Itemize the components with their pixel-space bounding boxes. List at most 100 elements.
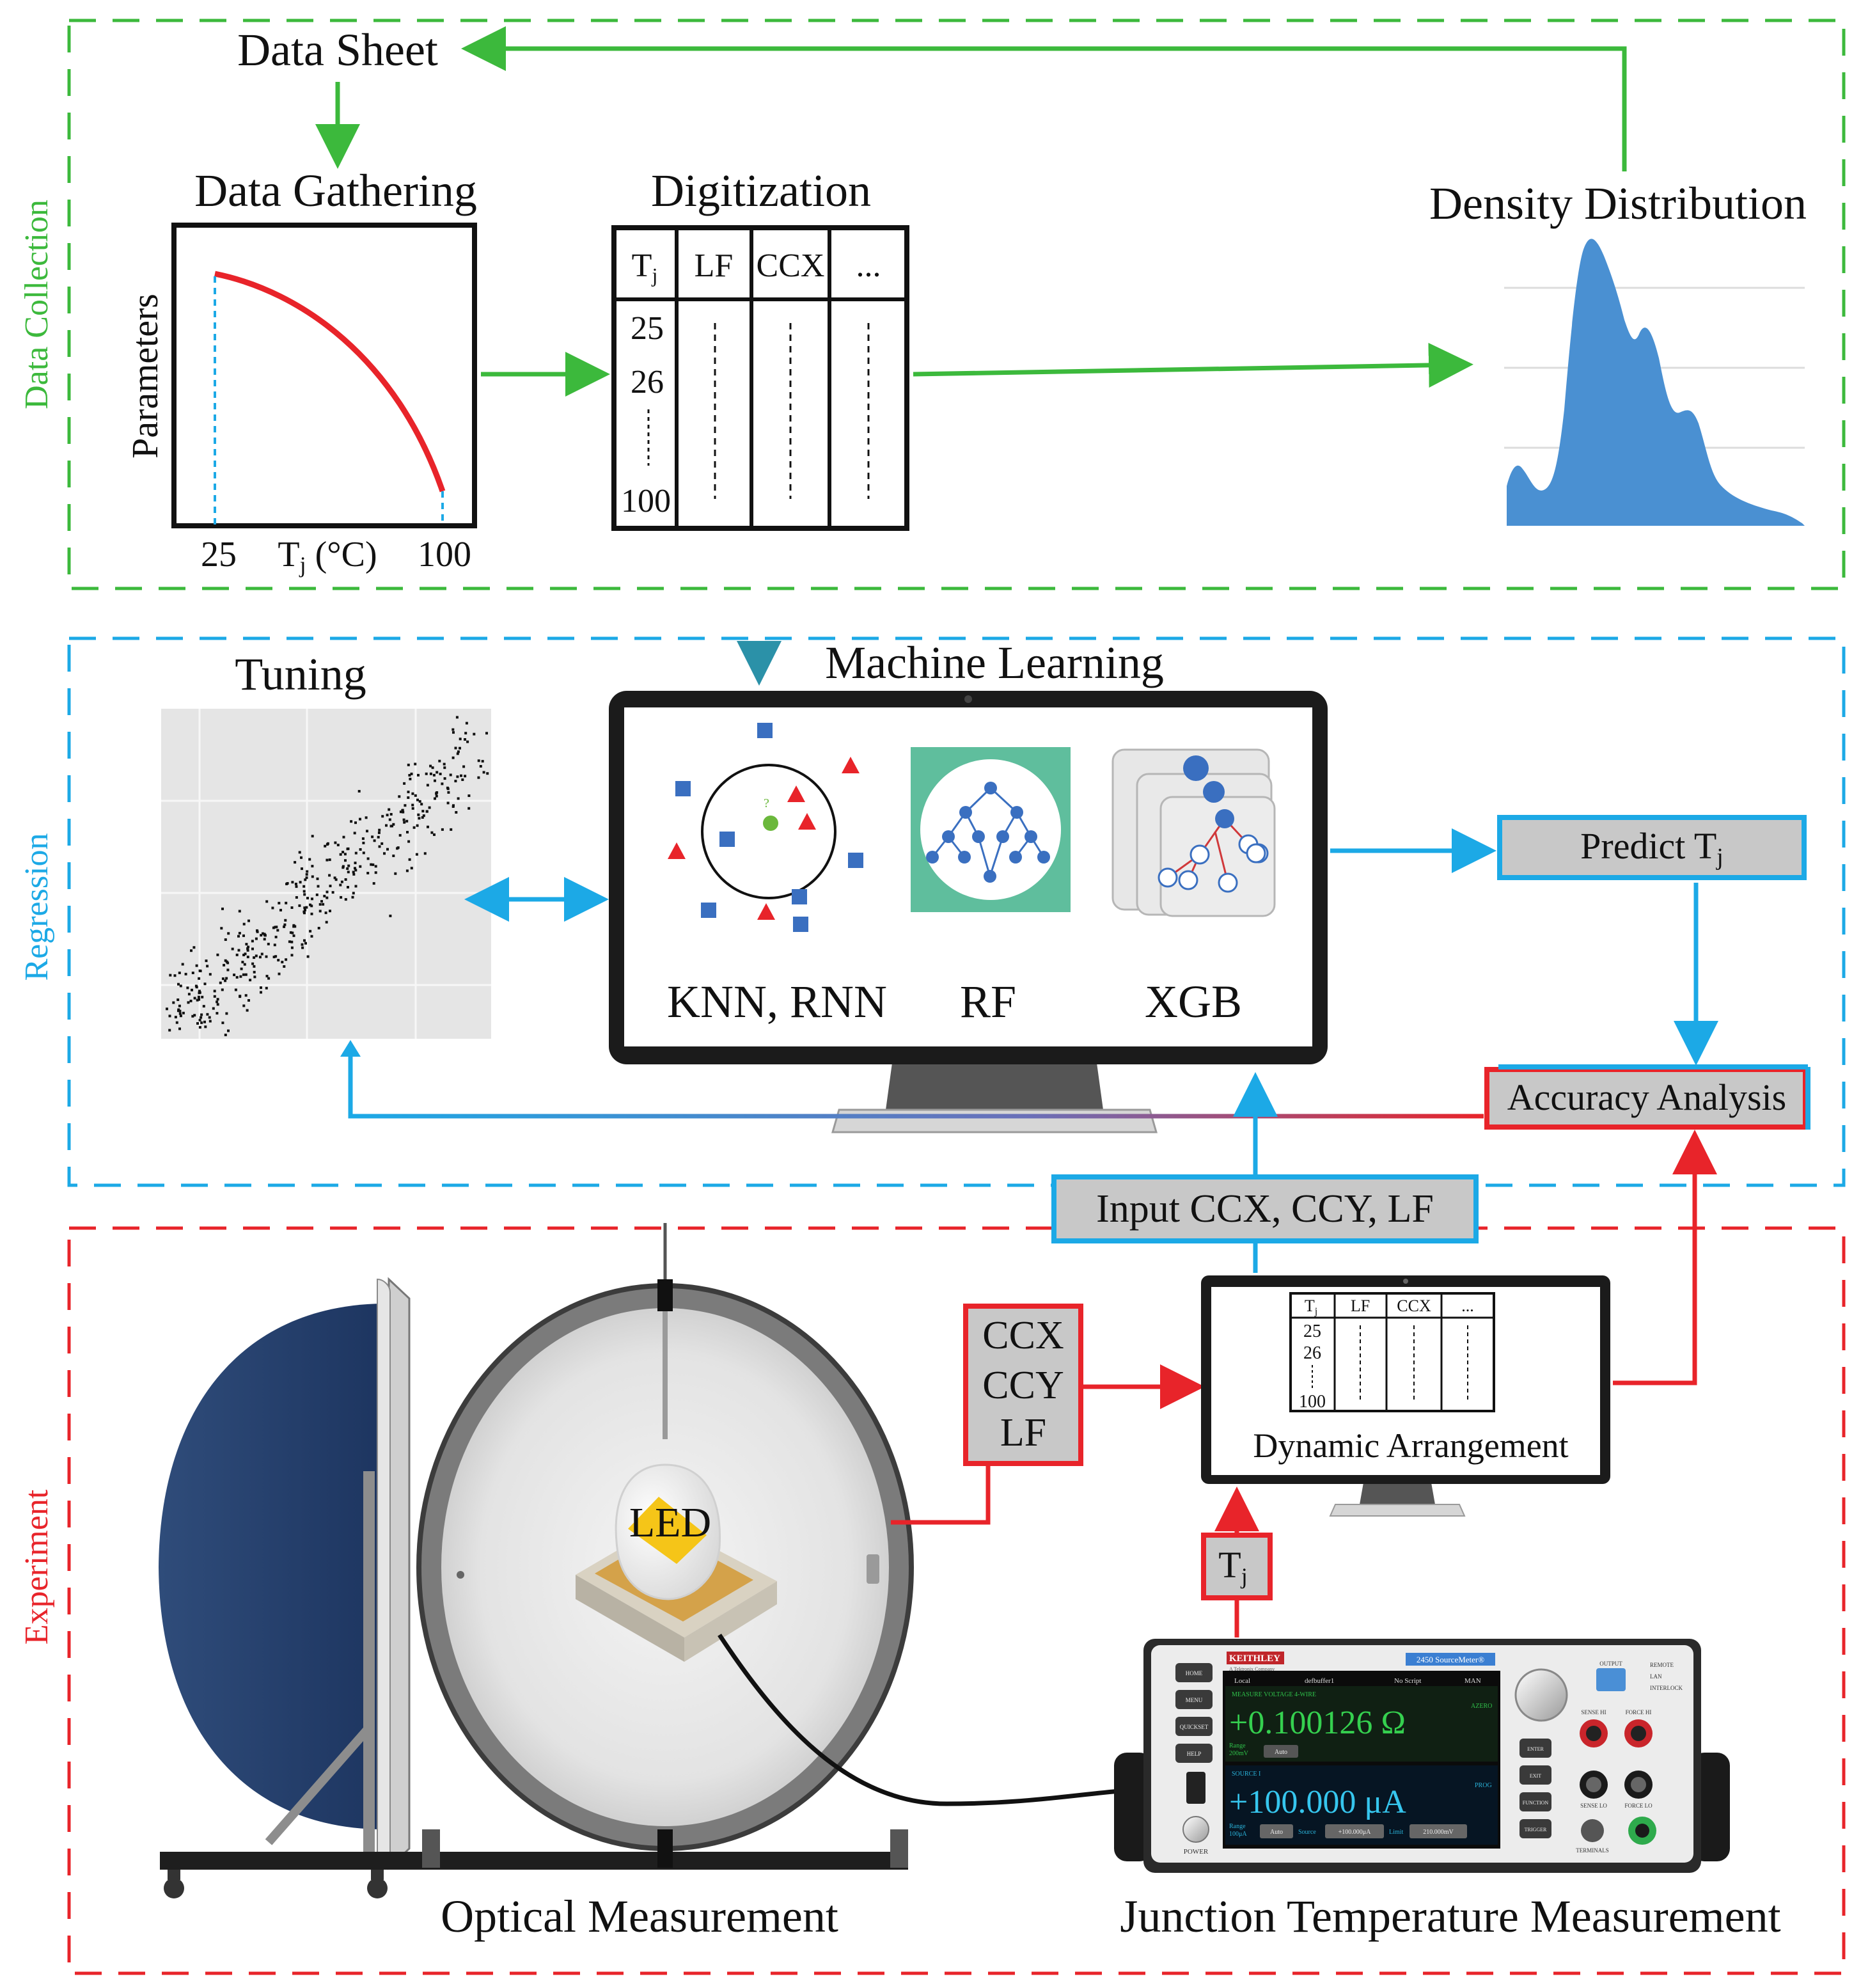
digitization-row-1: 26: [631, 364, 664, 400]
predict-tj-box: Predict Tj: [1497, 815, 1807, 880]
sm-home-button[interactable]: [1175, 1663, 1213, 1682]
x-axis-label: Tj (°C): [278, 535, 377, 578]
sm-enter-button[interactable]: [1519, 1739, 1551, 1758]
scatter-point: [251, 962, 255, 965]
scatter-point: [224, 959, 227, 962]
scatter-point: [454, 746, 457, 750]
scatter-point: [311, 865, 314, 868]
scatter-point: [354, 885, 357, 888]
scatter-point: [260, 986, 262, 990]
dynamic-row-2: 100: [1299, 1392, 1326, 1412]
scatter-point: [436, 791, 439, 794]
sm-quickset-button[interactable]: [1175, 1717, 1213, 1736]
scatter-point: [320, 900, 323, 903]
scatter-point: [192, 946, 196, 949]
scatter-point: [326, 842, 329, 845]
scatter-point: [221, 907, 224, 910]
scatter-point: [253, 975, 256, 979]
sm-source-auto-button[interactable]: [1260, 1824, 1293, 1838]
scatter-point: [366, 857, 370, 860]
tuning-scatter-plot: [161, 709, 491, 1039]
knn-class-square: [719, 832, 735, 847]
scatter-point: [267, 942, 270, 945]
rf-tree-node: [942, 830, 955, 843]
sphere-door-hemisphere: [159, 1304, 384, 1829]
scatter-point: [227, 1029, 230, 1032]
scatter-point: [405, 819, 409, 823]
scatter-point: [298, 851, 301, 854]
data-collection-frame: Data Collection: [19, 19, 1846, 590]
tj-box-label: Tj: [1218, 1544, 1247, 1589]
scatter-point: [386, 814, 389, 817]
scatter-point: [417, 813, 420, 816]
scatter-point: [275, 926, 278, 929]
scatter-point: [272, 926, 275, 929]
integrating-sphere: [159, 1223, 914, 1898]
scatter-point: [187, 1001, 190, 1004]
sm-limit-field[interactable]: [1409, 1824, 1467, 1838]
sm-source-field[interactable]: [1325, 1824, 1384, 1838]
scatter-point: [318, 903, 322, 906]
data-collection-label: Data Collection: [19, 200, 55, 409]
scatter-point: [191, 1014, 194, 1018]
scatter-point: [426, 784, 429, 787]
scatter-point: [198, 1026, 201, 1029]
scatter-point: [362, 851, 365, 855]
sm-brand-sub: A Tektronix Company: [1229, 1666, 1275, 1672]
scatter-point: [177, 998, 180, 1001]
optical-measurement-label: Optical Measurement: [441, 1891, 838, 1942]
sm-sense-lo: SENSE LO: [1580, 1803, 1607, 1809]
scatter-point: [186, 986, 189, 990]
scatter-point: [255, 937, 258, 940]
scatter-point: [412, 826, 416, 829]
dynamic-arrangement-label: Dynamic Arrangement: [1253, 1426, 1568, 1465]
sm-auto-button[interactable]: [1264, 1745, 1298, 1758]
xgb-tree-leaf: [1190, 844, 1210, 865]
scatter-point: [443, 777, 446, 780]
scatter-point: [201, 995, 204, 998]
sm-status-script: No Script: [1394, 1677, 1421, 1685]
scatter-point: [251, 947, 254, 951]
sm-function-button[interactable]: [1519, 1792, 1551, 1811]
sm-trigger-button[interactable]: [1519, 1819, 1551, 1838]
digitization-header-2: CCX: [757, 248, 825, 284]
xgb-tree-leaf: [1158, 867, 1178, 888]
scatter-point: [374, 865, 377, 868]
scatter-point: [402, 818, 405, 821]
sm-status-buffer: defbuffer1: [1305, 1677, 1334, 1685]
knn-class-triangle: [757, 903, 775, 920]
scatter-point: [392, 855, 395, 857]
rf-tree-node: [1009, 851, 1022, 864]
scatter-point: [242, 973, 245, 976]
sm-auto-label: Auto: [1275, 1749, 1287, 1756]
scatter-point: [304, 878, 307, 881]
scatter-point: [371, 835, 374, 839]
scatter-point: [195, 964, 198, 967]
sm-limit-field-label: 210.000mV: [1423, 1829, 1454, 1836]
accuracy-analysis-box: Accuracy Analysis: [1484, 1064, 1810, 1130]
sm-source-auto-label: Auto: [1270, 1829, 1283, 1836]
scatter-point: [407, 840, 411, 843]
scatter-point: [196, 998, 199, 1002]
sm-menu-button[interactable]: [1175, 1690, 1213, 1709]
knn-class-square: [848, 853, 863, 868]
scatter-point: [388, 808, 391, 811]
sm-output-button[interactable]: [1596, 1668, 1626, 1691]
rf-tree-node: [972, 830, 985, 843]
scatter-point: [253, 970, 256, 974]
scatter-point: [446, 786, 449, 789]
sm-limit-label: Limit: [1389, 1829, 1403, 1836]
scatter-point: [392, 823, 395, 826]
scatter-point: [197, 995, 200, 998]
sm-help-button[interactable]: [1175, 1744, 1213, 1763]
scatter-point: [439, 773, 442, 775]
sm-exit-button[interactable]: [1519, 1765, 1551, 1785]
scatter-point: [452, 756, 455, 759]
scatter-point: [410, 772, 413, 775]
digitization-header-1: LF: [695, 248, 734, 284]
scatter-point: [190, 949, 192, 952]
sm-navigation-knob[interactable]: [1514, 1668, 1568, 1722]
scatter-point: [334, 878, 338, 881]
scatter-point: [299, 881, 302, 884]
